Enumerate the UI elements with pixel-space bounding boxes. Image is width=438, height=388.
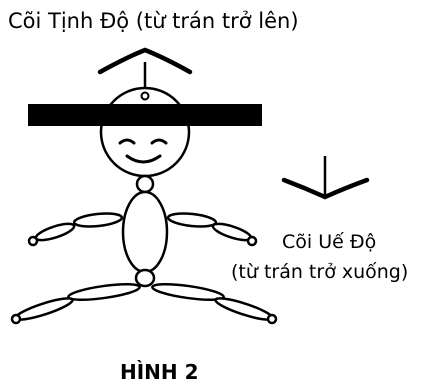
down-arrow: [281, 156, 370, 200]
hip: [134, 268, 156, 288]
left-foot: [10, 313, 22, 325]
left-forearm: [34, 222, 76, 242]
figure-caption: HÌNH 2: [120, 360, 199, 384]
right-upper-arm: [166, 212, 218, 228]
left-shin: [14, 297, 74, 321]
left-arm: [27, 212, 124, 247]
forehead-bar: [28, 104, 262, 126]
neck: [135, 174, 155, 194]
left-eye: [118, 138, 136, 145]
face: [118, 138, 168, 164]
up-arrow-head: [97, 47, 193, 75]
torso: [121, 190, 169, 274]
right-label-line1: Cõi Uế Độ: [282, 231, 377, 253]
right-hand: [246, 235, 258, 247]
right-shin: [214, 297, 274, 321]
down-arrow-head: [281, 177, 370, 200]
right-arm: [166, 212, 258, 247]
crown-dot: [140, 91, 150, 101]
mouth: [125, 154, 162, 164]
right-eye: [150, 138, 168, 145]
right-forearm: [211, 222, 253, 242]
right-thigh: [151, 282, 225, 302]
left-leg: [10, 282, 141, 325]
right-label-line2: (từ trán trở xuống): [231, 261, 409, 283]
right-leg: [151, 282, 278, 325]
right-foot: [266, 313, 278, 325]
left-hand: [27, 235, 39, 247]
left-upper-arm: [72, 212, 124, 228]
left-thigh: [67, 282, 141, 302]
top-label: Cõi Tịnh Độ (từ trán trở lên): [8, 9, 299, 33]
